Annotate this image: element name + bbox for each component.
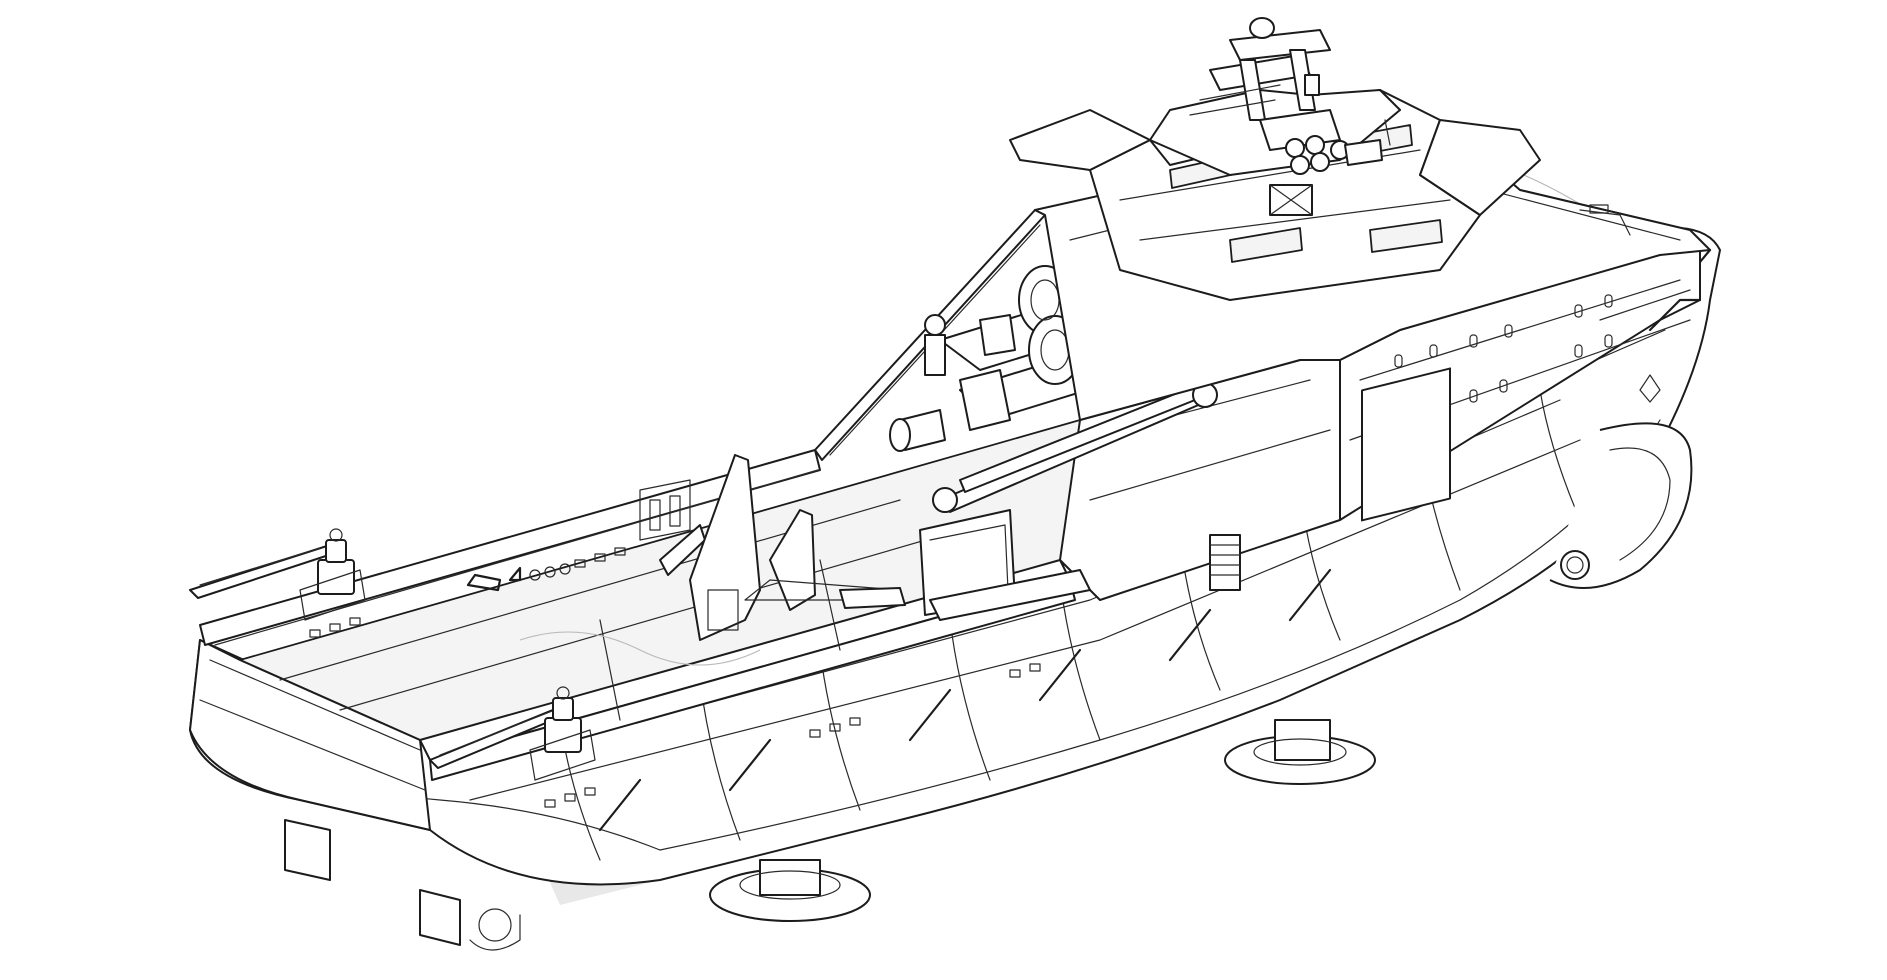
skeg-aft bbox=[284, 819, 331, 881]
portholes bbox=[1394, 294, 1613, 403]
aft-deck bbox=[189, 419, 1332, 832]
side-door bbox=[1361, 367, 1451, 522]
deck-crane-port bbox=[189, 528, 366, 621]
deck-crane-starboard bbox=[429, 686, 596, 781]
bow-thruster bbox=[1560, 550, 1590, 580]
mast-dome bbox=[1249, 17, 1275, 39]
skeg-aft-2 bbox=[419, 889, 461, 946]
transom bbox=[189, 639, 431, 831]
propulsors bbox=[284, 719, 1376, 951]
scupper-row bbox=[309, 547, 1041, 808]
searchlights bbox=[1285, 119, 1391, 175]
mast bbox=[1189, 17, 1391, 175]
port-bulwark bbox=[199, 449, 821, 646]
bow-bulb bbox=[1549, 422, 1693, 589]
stern-equipment bbox=[466, 454, 906, 641]
bow-detail bbox=[1579, 204, 1702, 403]
vent-grille bbox=[1209, 534, 1241, 591]
